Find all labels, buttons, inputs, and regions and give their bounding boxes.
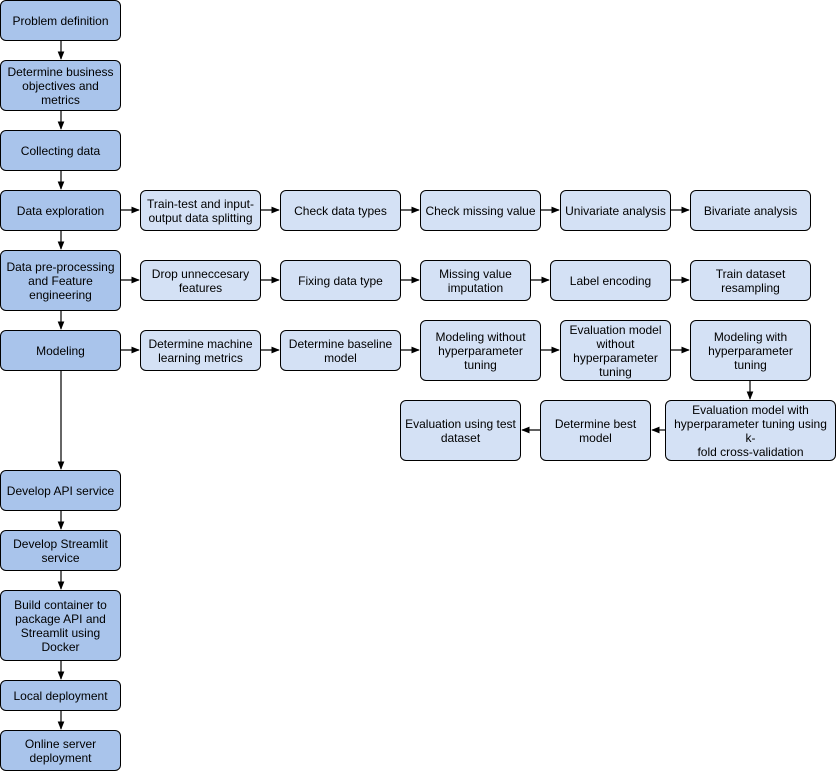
mod-best-model: Determine best model <box>540 400 651 461</box>
pre-drop-features: Drop unneccesary features <box>140 260 261 301</box>
exp-bivariate-analysis: Bivariate analysis <box>690 190 811 231</box>
pre-resampling: Train dataset resampling <box>690 260 811 301</box>
exp-check-data-types: Check data types <box>280 190 401 231</box>
pre-fixing-data-type: Fixing data type <box>280 260 401 301</box>
step-preprocessing: Data pre-processing and Feature engineer… <box>0 250 121 311</box>
step-build-container: Build container to package API and Strea… <box>0 590 121 661</box>
step-problem-definition: Problem definition <box>0 0 121 41</box>
step-local-deployment: Local deployment <box>0 680 121 711</box>
mod-baseline-model: Determine baseline model <box>280 330 401 371</box>
step-modeling: Modeling <box>0 330 121 371</box>
exp-train-test-split: Train-test and input- output data splitt… <box>140 190 261 231</box>
step-data-exploration: Data exploration <box>0 190 121 231</box>
pre-label-encoding: Label encoding <box>550 260 671 301</box>
step-business-objectives: Determine business objectives and metric… <box>0 60 121 111</box>
exp-check-missing-value: Check missing value <box>420 190 541 231</box>
mod-without-tuning: Modeling without hyperparameter tuning <box>420 320 541 381</box>
step-online-deployment: Online server deployment <box>0 730 121 771</box>
step-collecting-data: Collecting data <box>0 130 121 171</box>
mod-eval-test: Evaluation using test dataset <box>400 400 521 461</box>
mod-eval-without-tuning: Evaluation model without hyperparameter … <box>560 320 671 381</box>
mod-eval-kfold: Evaluation model with hyperparameter tun… <box>665 400 836 461</box>
step-develop-streamlit: Develop Streamlit service <box>0 530 121 571</box>
step-develop-api: Develop API service <box>0 470 121 511</box>
exp-univariate-analysis: Univariate analysis <box>560 190 671 231</box>
mod-with-tuning: Modeling with hyperparameter tuning <box>690 320 811 381</box>
mod-ml-metrics: Determine machine learning metrics <box>140 330 261 371</box>
pre-missing-imputation: Missing value imputation <box>420 260 531 301</box>
